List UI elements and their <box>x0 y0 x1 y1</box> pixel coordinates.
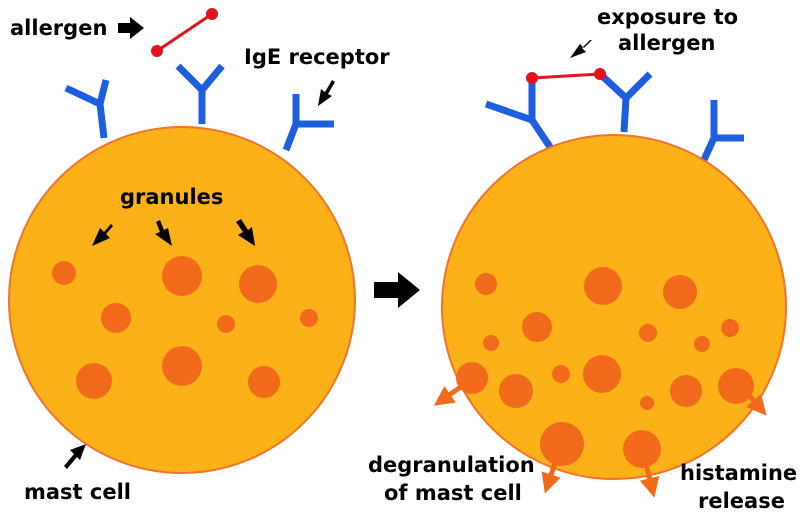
release-arrow-icon <box>639 463 660 498</box>
label-mast-cell: mast cell <box>24 480 131 504</box>
pointer-arrow-icon <box>155 220 172 246</box>
release-arrow-icon <box>541 459 561 494</box>
allergen-molecule <box>151 8 218 57</box>
granules-pointer-arrows <box>92 219 255 246</box>
label-exposure-to: exposure to <box>597 5 738 29</box>
bound-allergen <box>526 68 606 84</box>
right-arrow-icon <box>374 272 420 308</box>
right-arrow-icon <box>118 17 144 39</box>
ige-receptor-left-3 <box>282 94 334 152</box>
label-allergen: allergen <box>10 16 107 40</box>
ige-receptor-right-3 <box>699 100 744 164</box>
ige-receptor-right-2 <box>597 71 653 133</box>
release-arrows <box>433 383 767 498</box>
label-of-mast-cell: of mast cell <box>384 481 522 505</box>
label-granules: granules <box>120 185 223 209</box>
process-arrow <box>374 272 420 308</box>
mast-cell-body-degranulating <box>441 134 787 480</box>
granules-right <box>456 267 754 468</box>
release-arrow-icon <box>433 383 464 406</box>
mast-cell-body <box>8 126 356 474</box>
mast-cell-right <box>433 68 787 498</box>
label-release: release <box>698 489 785 513</box>
ige-receptor-right-1 <box>484 80 555 152</box>
pointer-arrow-icon <box>318 80 335 106</box>
ige-receptor-left-1 <box>64 79 110 139</box>
mast-cell-left <box>8 63 356 474</box>
label-histamine: histamine <box>680 461 797 485</box>
label-degranulation: degranulation <box>368 453 535 477</box>
label-exposure-allergen: allergen <box>618 31 715 55</box>
pointer-arrow-icon <box>64 444 86 469</box>
ige-receptor-left-2 <box>175 63 225 124</box>
pointer-arrow-icon <box>570 40 592 58</box>
release-arrow-icon <box>745 392 767 416</box>
label-ige-receptor: IgE receptor <box>244 45 390 69</box>
pointer-arrow-icon <box>236 219 255 246</box>
pointer-arrow-icon <box>92 224 113 246</box>
granules-left <box>52 256 318 399</box>
